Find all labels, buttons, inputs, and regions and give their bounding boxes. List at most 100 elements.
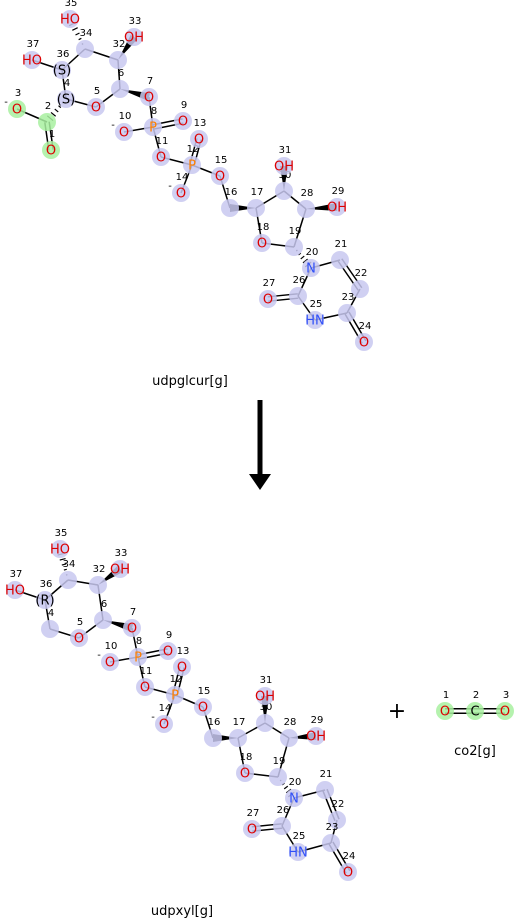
atom-highlight — [331, 251, 349, 269]
product-1-atom-14: O-14 — [151, 703, 173, 733]
atom-charge: - — [111, 120, 115, 131]
atom-symbol: O — [177, 661, 187, 676]
reactant-atom-27: O27 — [259, 278, 277, 308]
atom-highlight — [38, 113, 56, 131]
atom-symbol: O — [140, 681, 150, 696]
reaction-arrow — [249, 400, 271, 490]
atom-highlight — [101, 653, 119, 671]
atom-symbol: OH — [124, 31, 144, 46]
atom-highlight — [275, 157, 293, 175]
atom-number: 20 — [306, 247, 319, 258]
product-1-atom-15: O15 — [194, 686, 212, 716]
atom-highlight — [70, 629, 88, 647]
atom-highlight — [159, 642, 177, 660]
atom-number: 22 — [355, 268, 368, 279]
atom-highlight — [173, 658, 191, 676]
product-1-atom-10: O-10 — [97, 641, 119, 671]
product-2-caption: co2[g] — [454, 744, 496, 759]
atom-symbol: O — [500, 705, 510, 720]
atom-number: 3 — [15, 88, 21, 99]
reactant-atom-32: 32 — [109, 39, 127, 69]
atom-highlight — [285, 238, 303, 256]
reactant-atom-2: 2 — [38, 101, 56, 131]
atom-highlight — [123, 619, 141, 637]
atom-highlight — [339, 863, 357, 881]
atom-highlight — [253, 234, 271, 252]
atom-number: 7 — [147, 76, 153, 87]
atom-highlight — [306, 311, 324, 329]
atom-number: 14 — [176, 172, 189, 183]
reactant-atom-36: (S)36 — [53, 49, 71, 79]
atom-number: 16 — [208, 717, 221, 728]
atom-highlight — [256, 714, 274, 732]
atom-number: 29 — [332, 186, 345, 197]
atom-number: 34 — [80, 28, 93, 39]
atom-number: 19 — [289, 226, 302, 237]
atom-highlight — [194, 698, 212, 716]
atom-highlight — [351, 280, 369, 298]
atom-highlight — [6, 581, 24, 599]
atom-symbol: O — [105, 656, 115, 671]
product-1-atom-27: O27 — [243, 808, 261, 838]
atom-symbol: OH — [306, 730, 326, 745]
atom-symbol: O — [440, 705, 450, 720]
atom-symbol: N — [289, 792, 299, 807]
atom-highlight — [275, 182, 293, 200]
atom-highlight — [338, 304, 356, 322]
atom-number: 2 — [45, 101, 51, 112]
reactant-caption: udpglcur[g] — [152, 374, 228, 389]
product-1-atom-16: 16 — [204, 717, 222, 747]
atom-highlight — [328, 811, 346, 829]
atom-number: 25 — [293, 831, 306, 842]
atom-number: 24 — [343, 851, 356, 862]
atom-number: 15 — [198, 686, 211, 697]
reactant-atom-10: O-10 — [111, 111, 133, 141]
atom-symbol: O — [263, 293, 273, 308]
atom-number: 21 — [320, 769, 333, 780]
product-1-atom-28: 28 — [280, 717, 298, 747]
product-1-atom-24: O24 — [339, 851, 357, 881]
atom-highlight — [76, 40, 94, 58]
atom-number: 30 — [260, 702, 273, 713]
atom-highlight — [140, 88, 158, 106]
atom-number: 30 — [279, 170, 292, 181]
atom-highlight — [289, 287, 307, 305]
reactant-atom-19: 19 — [285, 226, 303, 256]
product-1-atom-7: O7 — [123, 607, 141, 637]
atom-number: 1 — [49, 129, 55, 140]
atom-highlight — [328, 198, 346, 216]
atom-highlight — [111, 80, 129, 98]
atom-number: 5 — [94, 86, 100, 97]
atom-number: 1 — [443, 690, 449, 701]
atom-symbol: HO — [50, 543, 70, 558]
atom-highlight — [243, 820, 261, 838]
atom-highlight — [211, 167, 229, 185]
atom-highlight — [109, 51, 127, 69]
atom-highlight — [144, 118, 162, 136]
atom-number: 14 — [159, 703, 172, 714]
atom-number: 9 — [166, 630, 172, 641]
atom-symbol: O — [163, 645, 173, 660]
atom-number: 23 — [342, 292, 355, 303]
atom-highlight — [23, 51, 41, 69]
atom-number: 12 — [170, 674, 183, 685]
product-1-atom-19: 19 — [269, 756, 287, 786]
product-1-atom-12: P12 — [166, 674, 184, 704]
atom-highlight — [280, 729, 298, 747]
atom-highlight — [42, 141, 60, 159]
atom-symbol: P — [149, 121, 157, 136]
product-1-atom-34: 34 — [59, 559, 77, 589]
product-1-atom-36: (R)36 — [35, 579, 55, 609]
atom-highlight — [221, 199, 239, 217]
product-2-atom-2: C2 — [466, 690, 484, 720]
reactant-atom-6: 6 — [111, 68, 129, 98]
atom-number: 24 — [359, 321, 372, 332]
atom-highlight — [115, 123, 133, 141]
